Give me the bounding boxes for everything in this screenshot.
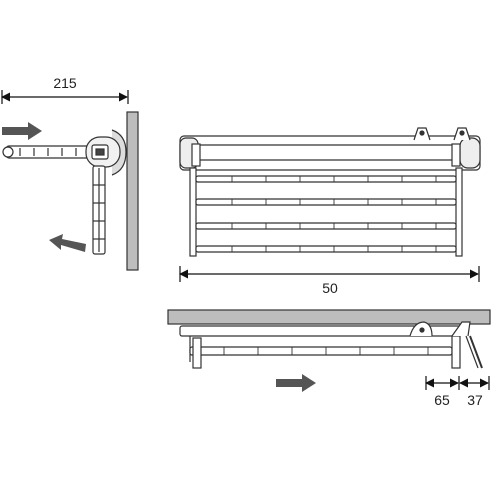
push-arrow-icon bbox=[2, 122, 42, 140]
fold-arrow-icon bbox=[49, 234, 86, 252]
dimension-label-215: 215 bbox=[53, 75, 77, 91]
dimension-label-37: 37 bbox=[467, 392, 483, 408]
wall-section bbox=[126, 111, 139, 271]
bottom-rail bbox=[189, 346, 453, 356]
front-top-bar bbox=[179, 135, 481, 171]
bottom-view bbox=[167, 309, 491, 390]
front-rails bbox=[195, 175, 457, 253]
dimension-label-50: 50 bbox=[322, 280, 338, 296]
front-view bbox=[179, 127, 481, 282]
dimension-label-65: 65 bbox=[434, 392, 450, 408]
side-view bbox=[1, 90, 139, 271]
slide-arrow-icon bbox=[276, 374, 316, 392]
shelf-section bbox=[167, 309, 491, 325]
